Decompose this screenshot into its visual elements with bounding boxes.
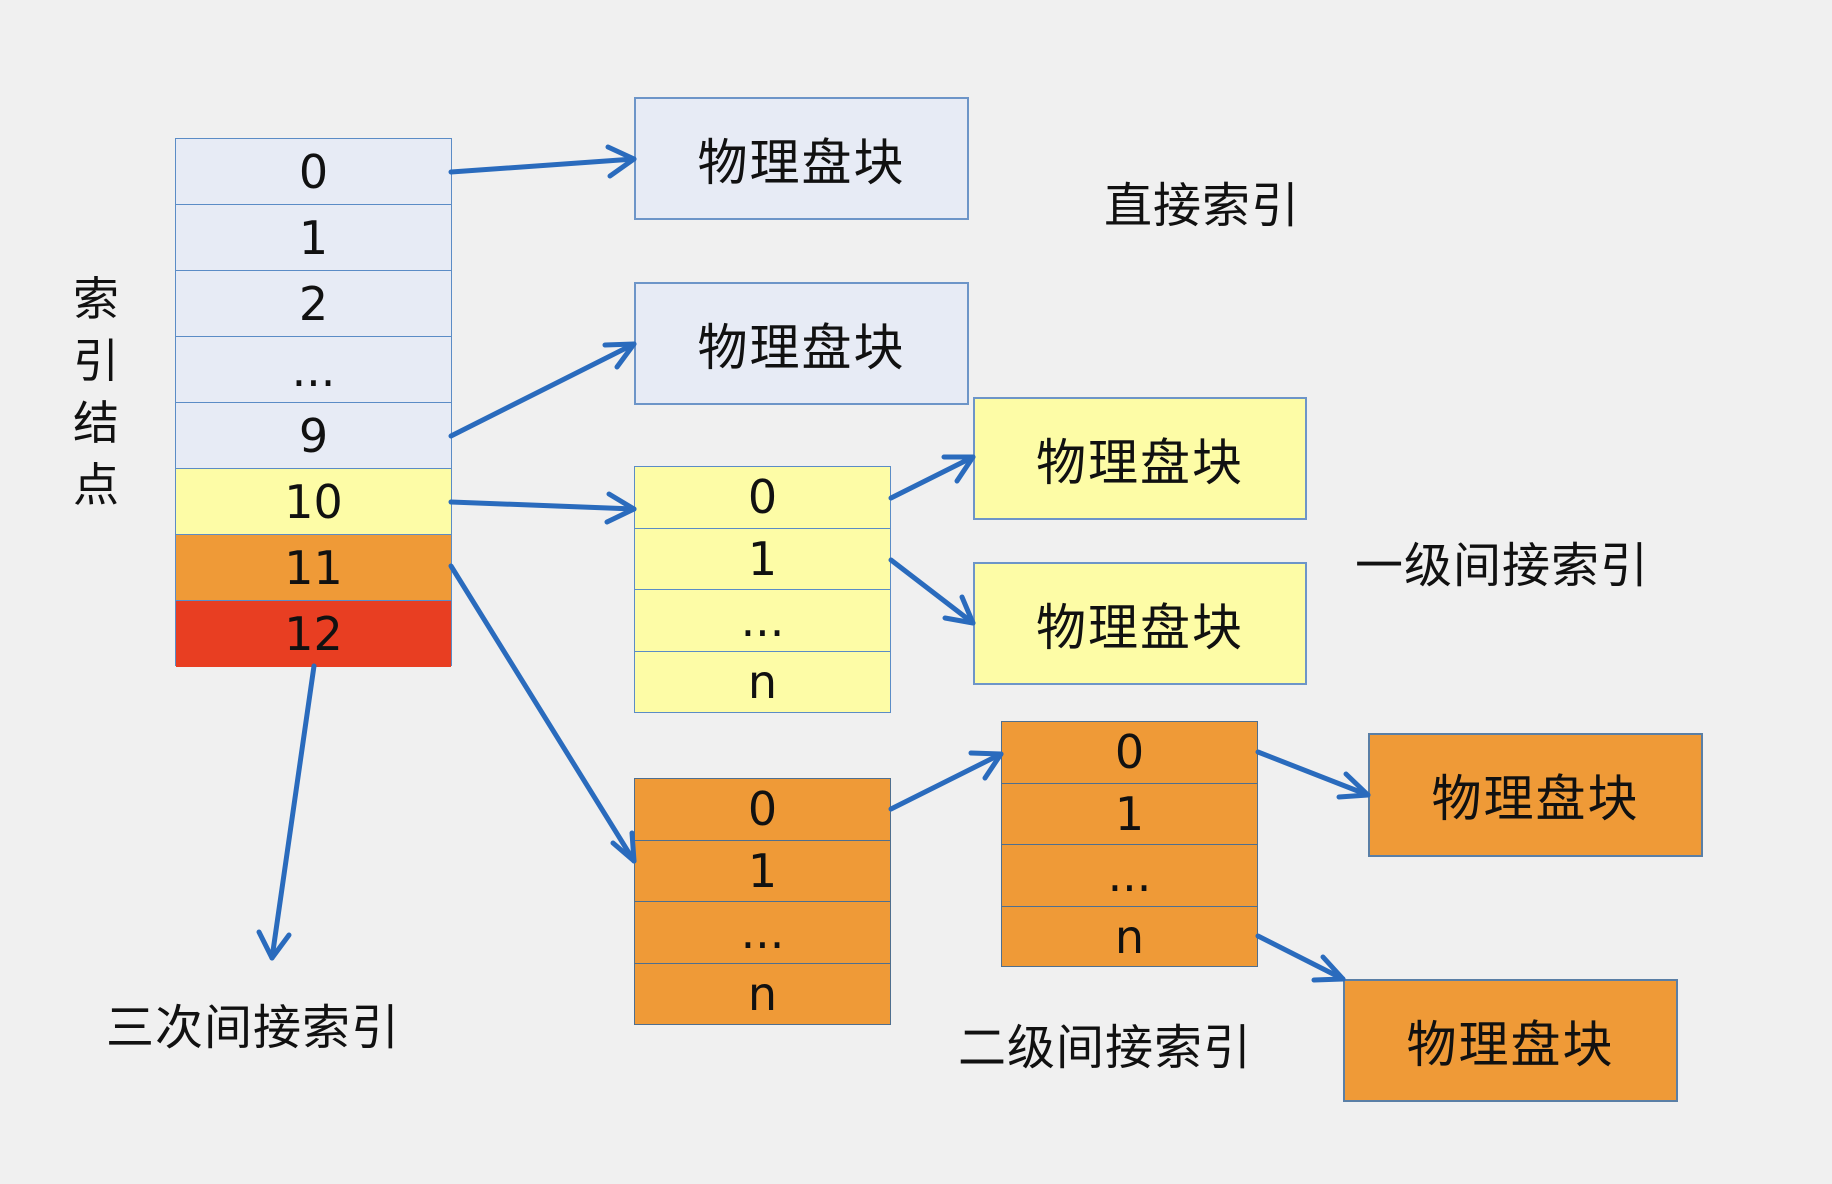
arrow-double-level1 (888, 750, 1004, 812)
arrow-double-level2-0 (1255, 749, 1371, 800)
physical-block-double-0: 物理盘块 (1368, 733, 1703, 857)
double-indirect-index-block-2: 0 1 ... n (1001, 721, 1258, 967)
inode-label-char: 结 (73, 396, 119, 450)
physical-block-double-n: 物理盘块 (1343, 979, 1678, 1102)
arrow-double-level2-n (1255, 933, 1346, 983)
index-entry: 0 (1002, 722, 1257, 784)
index-entry: n (747, 967, 778, 1022)
physical-block-single-1: 物理盘块 (973, 562, 1307, 685)
arrow-single (448, 491, 637, 525)
inode-row: 10 (176, 469, 451, 535)
index-entry: n (747, 655, 778, 710)
inode-row: 2 (176, 271, 451, 337)
inode-index-table: 0 1 2 ... 9 10 11 12 (175, 138, 452, 667)
single-indirect-label: 一级间接索引 (1355, 538, 1650, 594)
block-label: 物理盘块 (697, 318, 906, 377)
direct-index-label: 直接索引 (1104, 178, 1301, 234)
block-label: 物理盘块 (697, 133, 906, 192)
index-entry: 1 (635, 529, 890, 590)
physical-block-single-0: 物理盘块 (973, 397, 1307, 520)
arrow-double (448, 563, 637, 864)
triple-indirect-label: 三次间接索引 (106, 1000, 401, 1056)
inode-label-char: 点 (73, 458, 119, 512)
double-indirect-index-block-1: 0 1 ... n (634, 778, 891, 1025)
inode-label: 索 引 结 点 (66, 268, 126, 516)
index-entry: ... (1002, 845, 1257, 907)
inode-row: 12 (176, 601, 451, 667)
inode-row: 0 (176, 139, 451, 205)
index-entry: ... (635, 902, 890, 964)
block-label: 物理盘块 (1036, 598, 1244, 657)
inode-row: 9 (176, 403, 451, 469)
physical-block-direct-0: 物理盘块 (634, 97, 969, 220)
index-entry: n (1114, 910, 1145, 965)
inode-label-char: 索 (73, 272, 119, 326)
inode-row: 11 (176, 535, 451, 601)
inode-row: ... (176, 337, 451, 403)
double-indirect-label: 二级间接索引 (958, 1020, 1253, 1076)
block-label: 物理盘块 (1406, 1015, 1615, 1074)
index-entry: 0 (635, 467, 890, 529)
physical-block-direct-9: 物理盘块 (634, 282, 969, 405)
index-entry: ... (635, 590, 890, 652)
index-entry: 1 (635, 841, 890, 902)
arrow-single-1 (888, 557, 976, 626)
arrow-single-0 (888, 454, 976, 501)
index-entry: 0 (635, 779, 890, 841)
index-entry: 1 (1002, 784, 1257, 845)
block-label: 物理盘块 (1431, 770, 1640, 828)
arrow-triple (256, 663, 317, 961)
block-label: 物理盘块 (1036, 433, 1244, 492)
arrow-direct-0 (448, 144, 637, 179)
arrow-direct-9 (448, 341, 637, 439)
single-indirect-index-block: 0 1 ... n (634, 466, 891, 713)
inode-label-char: 引 (73, 334, 119, 388)
inode-row: 1 (176, 205, 451, 271)
